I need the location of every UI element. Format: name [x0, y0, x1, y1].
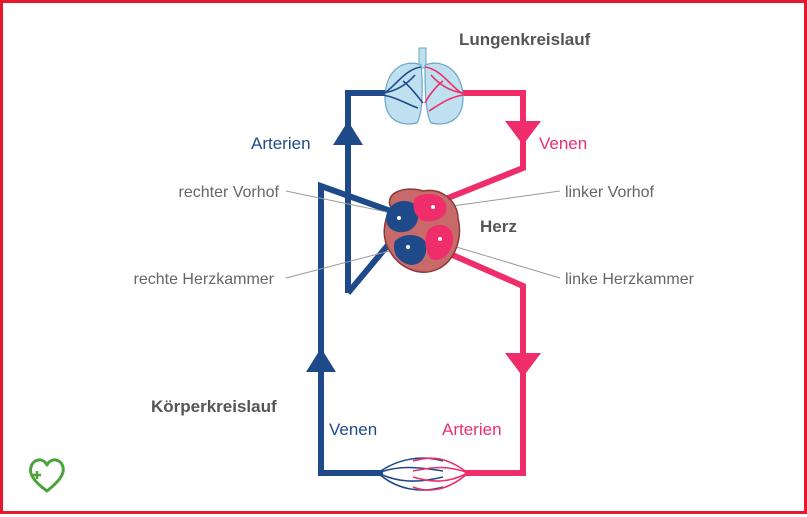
systemic-circuit-label: Körperkreislauf	[151, 397, 277, 416]
left-atrium-chamber	[413, 193, 447, 222]
pulmonary-artery-line	[345, 90, 395, 293]
lungs-icon	[382, 47, 464, 125]
body-capillaries-icon	[377, 457, 469, 491]
heart-cross-logo-icon	[29, 458, 65, 493]
circulation-diagram: Lungenkreislauf Körperkreislauf Herz Art…	[29, 30, 695, 493]
upper-arteries-label: Arterien	[251, 134, 311, 153]
leader-lines	[285, 190, 561, 279]
left-ventricle-label: linke Herzkammer	[565, 271, 695, 288]
right-atrium-chamber	[385, 201, 419, 233]
right-ventricle-chamber	[393, 235, 427, 265]
right-ventricle-label: rechte Herzkammer	[134, 271, 275, 288]
arrow-up-veins	[306, 348, 336, 372]
right-atrium-label: rechter Vorhof	[179, 184, 280, 201]
pulmonary-circuit-title: Lungenkreislauf	[459, 30, 591, 49]
arrow-up-arteries	[333, 121, 363, 145]
left-ventricle-chamber	[425, 224, 453, 260]
arrow-down-arteries	[505, 353, 541, 377]
lower-veins-label: Venen	[329, 420, 377, 439]
red-circuit	[441, 90, 526, 476]
heart-icon	[383, 188, 461, 273]
aorta-line	[446, 250, 526, 476]
upper-veins-label: Venen	[539, 134, 587, 153]
arrow-down-veins	[505, 121, 541, 145]
lower-arteries-label: Arterien	[442, 420, 502, 439]
heart-label: Herz	[480, 217, 517, 236]
left-atrium-label: linker Vorhof	[565, 184, 654, 201]
blue-circuit	[318, 90, 401, 476]
